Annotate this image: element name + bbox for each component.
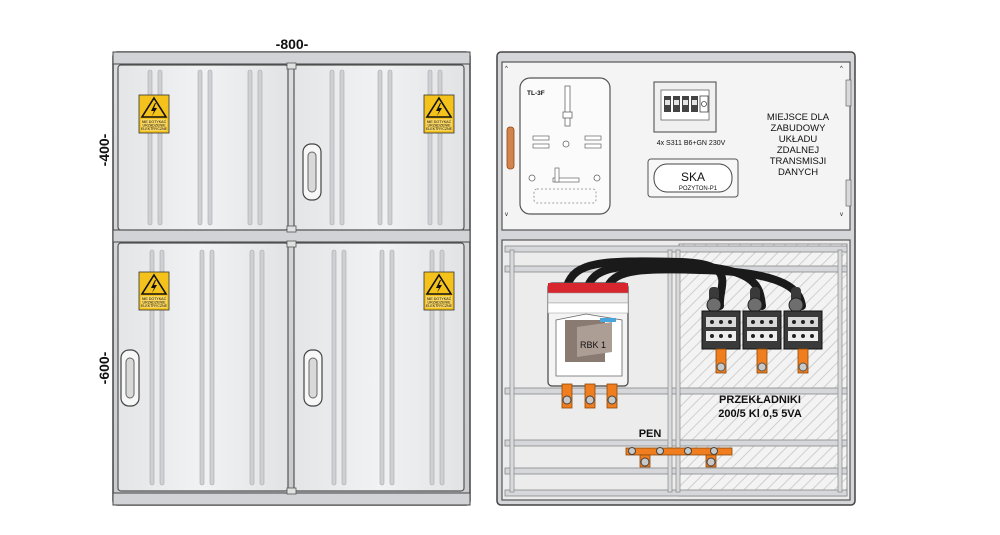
warning-sign-1: NIE DOTYKAĆ URZĄDZENIE ELEKTRYCZNE (138, 94, 170, 134)
lower-compartment: RBK 1 PRZEKŁADNIKI 200/5 Kl 0,5 5VA PEN (501, 239, 851, 501)
width-dimension-label: -800- (276, 36, 309, 52)
socket (699, 95, 709, 113)
warning-sign-text-3: ELEKTRYCZNE (426, 127, 453, 131)
warning-sign-text-3: ELEKTRYCZNE (141, 304, 168, 308)
ska-module: SKA POZYTON-P1 (647, 158, 739, 198)
warning-sign-text-2: URZĄDZENIE (428, 301, 452, 305)
pen-label: PEN (639, 428, 662, 440)
door-handle-lower-left[interactable] (120, 349, 140, 407)
warning-sign-4: NIE DOTYKAĆ URZĄDZENIE ELEKTRYCZNE (423, 271, 455, 311)
note-line-3: UKŁADU (779, 134, 818, 145)
warning-sign-text-3: ELEKTRYCZNE (426, 304, 453, 308)
left-cabinet: NIE DOTYKAĆ URZĄDZENIE ELEKTRYCZNE NIE D… (112, 51, 471, 506)
note-line-5: TRANSMISJI (770, 156, 826, 167)
hinge (845, 179, 852, 207)
breaker-toggle[interactable] (683, 100, 688, 105)
arrow-mark-top-right: ^ (840, 66, 843, 72)
window-handle[interactable] (506, 126, 515, 170)
lower-right-door[interactable] (293, 242, 465, 492)
upper-left-door[interactable] (117, 64, 289, 231)
pen-bar: PEN (625, 428, 733, 468)
warning-sign-text-1: NIE DOTYKAĆ (142, 296, 167, 301)
meter-board-label: TL-3F (527, 90, 545, 97)
hinges (286, 62, 297, 495)
door-handle-lower-right[interactable] (303, 349, 323, 407)
warning-sign-text-2: URZĄDZENIE (428, 124, 452, 128)
note-line-6: DANYCH (778, 167, 818, 178)
warning-sign-text-2: URZĄDZENIE (143, 124, 167, 128)
breakers-caption: 4x S311 B6+GN 230V (657, 140, 726, 147)
hinge (845, 79, 852, 107)
circuit-breakers: 4x S311 B6+GN 230V (653, 81, 726, 147)
warning-sign-text-2: URZĄDZENIE (143, 301, 167, 305)
disconnector-label: RBK 1 (580, 340, 606, 350)
upper-compartment: ^ v ^ v TL-3F (501, 61, 852, 231)
right-cabinet: ^ v ^ v TL-3F (496, 51, 856, 506)
upper-height-dimension-label: -400- (96, 133, 112, 166)
breaker-toggle[interactable] (692, 100, 697, 105)
note-line-1: MIEJSCE DLA (767, 112, 830, 123)
transformers-label-line-2: 200/5 Kl 0,5 5VA (718, 408, 802, 420)
door-handle-upper[interactable] (302, 143, 322, 201)
warning-sign-text-1: NIE DOTYKAĆ (427, 296, 452, 301)
meter-board: TL-3F (519, 77, 611, 215)
lower-height-dimension-label: -600- (96, 351, 112, 384)
ska-subtitle: POZYTON-P1 (679, 186, 718, 192)
breaker-toggle[interactable] (665, 100, 670, 105)
warning-sign-text-1: NIE DOTYKAĆ (142, 119, 167, 124)
transmission-note: MIEJSCE DLA ZABUDOWY UKŁADU ZDALNEJ TRAN… (767, 112, 830, 178)
disconnector: RBK 1 (547, 282, 629, 409)
warning-sign-text-1: NIE DOTYKAĆ (427, 119, 452, 124)
arrow-mark-bottom: v (505, 212, 508, 218)
breaker-toggle[interactable] (674, 100, 679, 105)
transformers-label-line-1: PRZEKŁADNIKI (719, 394, 801, 406)
warning-sign-2: NIE DOTYKAĆ URZĄDZENIE ELEKTRYCZNE (423, 94, 455, 134)
arrow-mark-bottom-right: v (840, 212, 843, 218)
note-line-4: ZDALNEJ (777, 145, 819, 156)
warning-sign-3: NIE DOTYKAĆ URZĄDZENIE ELEKTRYCZNE (138, 271, 170, 311)
arrow-mark-top: ^ (505, 66, 508, 72)
ska-title: SKA (681, 170, 705, 184)
warning-sign-text-3: ELEKTRYCZNE (141, 127, 168, 131)
note-line-2: ZABUDOWY (771, 123, 827, 134)
